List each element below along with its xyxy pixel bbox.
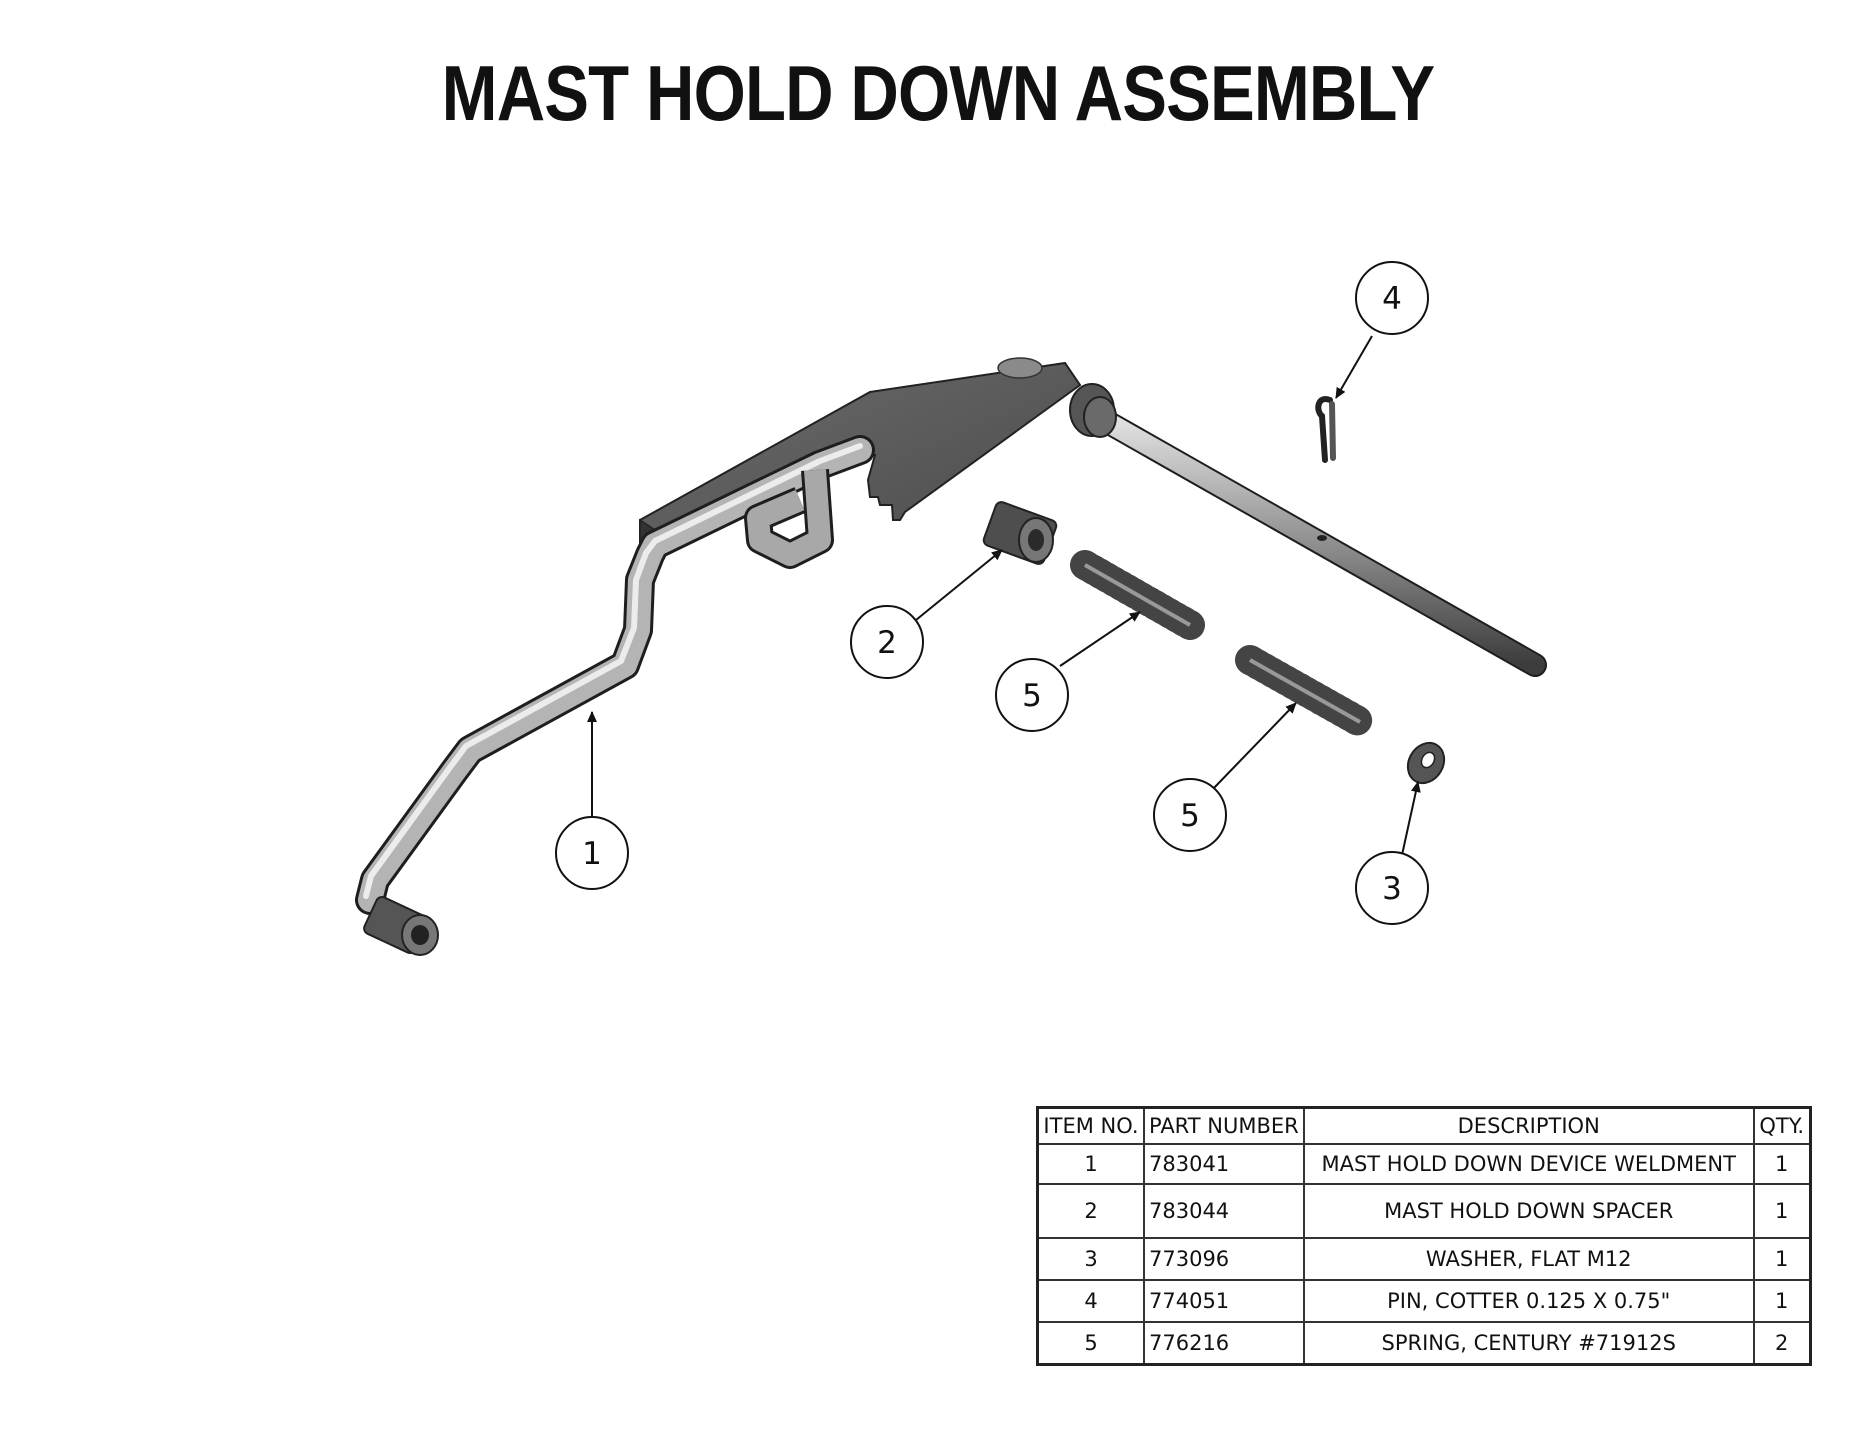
callout-5b: 5 <box>1153 778 1227 852</box>
bom-description: SPRING, CENTURY #71912S <box>1302 1321 1755 1365</box>
callout-1-label: 1 <box>582 836 602 872</box>
bom-qty: 1 <box>1752 1237 1812 1281</box>
leader-5b <box>1211 702 1297 791</box>
bom-description: PIN, COTTER 0.125 X 0.75" <box>1302 1279 1755 1323</box>
bill-of-materials-table: ITEM NO. PART NUMBER DESCRIPTION QTY. 1 … <box>1036 1106 1812 1366</box>
bom-qty: 1 <box>1752 1143 1812 1185</box>
bom-description: MAST HOLD DOWN DEVICE WELDMENT <box>1302 1143 1755 1185</box>
bom-part-number: 783041 <box>1143 1143 1305 1185</box>
callout-1: 1 <box>555 816 629 890</box>
cotter-pin-part <box>1315 396 1336 463</box>
table-row: 1 783041 MAST HOLD DOWN DEVICE WELDMENT … <box>1036 1143 1812 1185</box>
washer-part <box>1406 741 1446 785</box>
bom-header-row: ITEM NO. PART NUMBER DESCRIPTION QTY. <box>1036 1106 1812 1145</box>
bom-part-number: 783044 <box>1143 1183 1305 1239</box>
page-title: MAST HOLD DOWN ASSEMBLY <box>441 49 1436 137</box>
bom-part-number: 774051 <box>1143 1279 1305 1323</box>
spacer-part <box>982 501 1058 565</box>
bom-qty: 2 <box>1752 1321 1812 1365</box>
bom-item: 5 <box>1036 1321 1145 1365</box>
bom-description: WASHER, FLAT M12 <box>1302 1237 1755 1281</box>
callout-2: 2 <box>850 605 924 679</box>
weldment-part <box>355 357 1547 956</box>
callout-3: 3 <box>1355 851 1429 925</box>
bom-qty: 1 <box>1752 1183 1812 1239</box>
table-row: 4 774051 PIN, COTTER 0.125 X 0.75" 1 <box>1036 1279 1812 1323</box>
callout-5a-label: 5 <box>1022 678 1042 714</box>
leader-lines <box>587 335 1421 856</box>
bom-item: 3 <box>1036 1237 1145 1281</box>
table-row: 5 776216 SPRING, CENTURY #71912S 2 <box>1036 1321 1812 1365</box>
bom-header-item: ITEM NO. <box>1036 1106 1145 1145</box>
callout-5a: 5 <box>995 658 1069 732</box>
bom-item: 4 <box>1036 1279 1145 1323</box>
bom-header-qty: QTY. <box>1752 1106 1812 1145</box>
bom-item: 1 <box>1036 1143 1145 1185</box>
callout-4-label: 4 <box>1382 281 1402 317</box>
leader-2 <box>915 549 1003 621</box>
callout-3-label: 3 <box>1382 871 1402 907</box>
bom-description: MAST HOLD DOWN SPACER <box>1302 1183 1755 1239</box>
table-row: 3 773096 WASHER, FLAT M12 1 <box>1036 1237 1812 1281</box>
table-row: 2 783044 MAST HOLD DOWN SPACER 1 <box>1036 1183 1812 1239</box>
bom-item: 2 <box>1036 1183 1145 1239</box>
spring-part-lower <box>1235 645 1375 737</box>
bom-qty: 1 <box>1752 1279 1812 1323</box>
leader-5a <box>1059 611 1141 667</box>
bom-part-number: 776216 <box>1143 1321 1305 1365</box>
bom-header-description: DESCRIPTION <box>1302 1106 1755 1145</box>
callout-5b-label: 5 <box>1180 798 1200 834</box>
callout-2-label: 2 <box>877 625 897 661</box>
leader-3 <box>1401 781 1421 856</box>
bom-part-number: 773096 <box>1143 1237 1305 1281</box>
callout-4: 4 <box>1355 261 1429 335</box>
spring-part-upper <box>1070 550 1205 640</box>
bom-header-part-number: PART NUMBER <box>1143 1106 1305 1145</box>
leader-4 <box>1335 335 1373 399</box>
